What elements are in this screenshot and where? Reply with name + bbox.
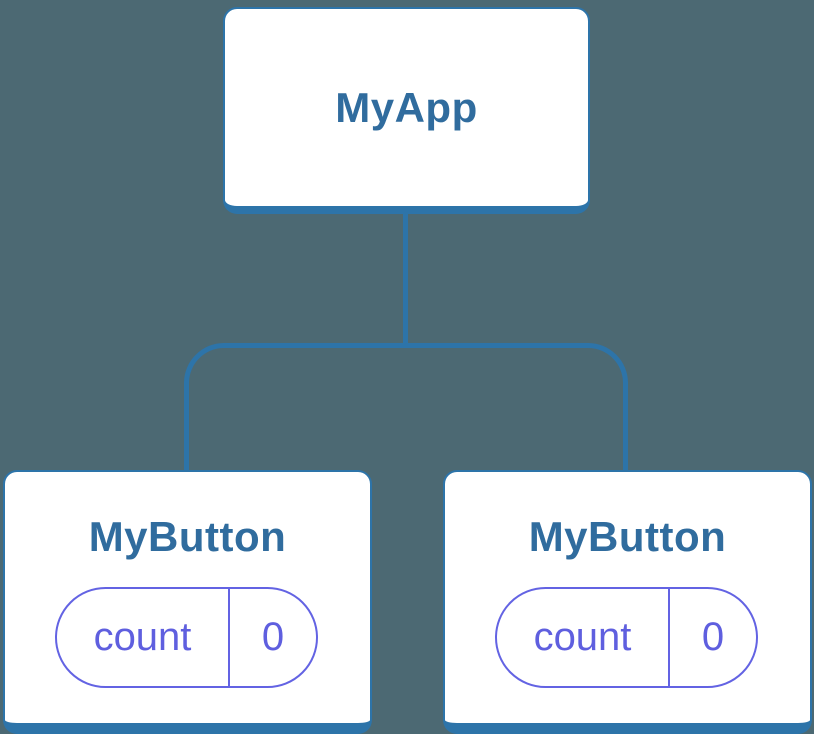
node-myapp: MyApp bbox=[223, 7, 590, 214]
node-mybutton-right: MyButton count 0 bbox=[443, 470, 812, 734]
state-name-left: count bbox=[57, 589, 230, 686]
node-mybutton-left-label: MyButton bbox=[88, 513, 287, 560]
state-pill-right: count 0 bbox=[495, 587, 758, 688]
connector-bracket bbox=[184, 343, 628, 470]
node-myapp-label: MyApp bbox=[335, 83, 478, 131]
connector-stem bbox=[403, 212, 408, 348]
node-mybutton-right-label: MyButton bbox=[528, 513, 727, 560]
state-value-right: 0 bbox=[701, 615, 725, 659]
state-name-right: count bbox=[497, 589, 670, 686]
node-mybutton-left: MyButton count 0 bbox=[3, 470, 372, 734]
state-pill-left: count 0 bbox=[55, 587, 318, 688]
state-value-left: 0 bbox=[261, 615, 285, 659]
